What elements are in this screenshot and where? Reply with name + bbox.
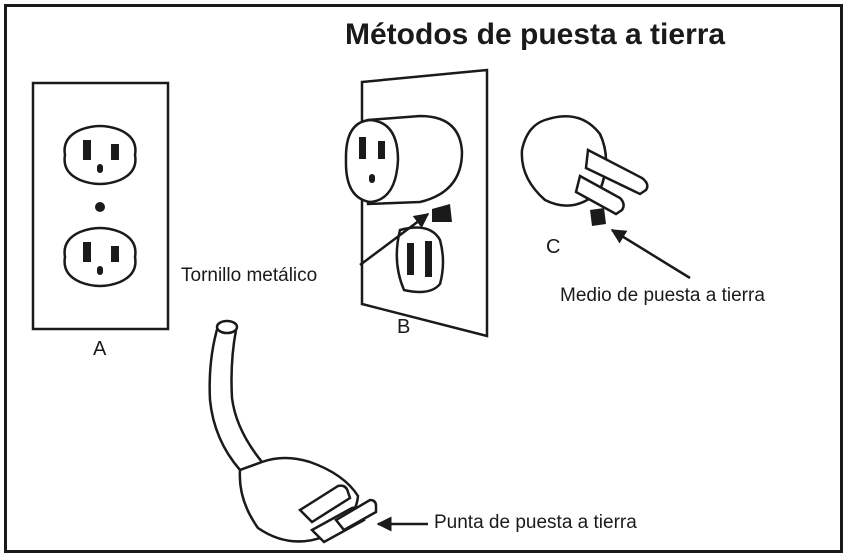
callout-screw: Tornillo metálico [181, 265, 318, 286]
figure-label-c: C [546, 236, 561, 258]
outlet-b-lower [395, 226, 445, 294]
figure-label-a: A [93, 338, 107, 360]
callout-ground-prong: Punta de puesta a tierra [434, 512, 637, 533]
ground-means-arrow [610, 228, 691, 280]
screw-arrow [359, 213, 430, 266]
duplex-receptacle-a [31, 81, 170, 331]
wall-plate [31, 81, 170, 331]
callout-ground-means: Medio de puesta a tierra [560, 285, 765, 306]
figure-label-b: B [397, 316, 411, 338]
cord-plug [208, 319, 378, 544]
ground-pin-c [590, 208, 606, 226]
outlet-top [63, 124, 137, 186]
outlet-bottom [63, 226, 137, 288]
plug-c [520, 114, 649, 226]
adapter-b [344, 68, 489, 338]
adapter-body [344, 114, 464, 206]
metal-screw-tab [432, 204, 452, 222]
plate-screw [95, 202, 105, 212]
diagram-title: Métodos de puesta a tierra [345, 18, 726, 51]
